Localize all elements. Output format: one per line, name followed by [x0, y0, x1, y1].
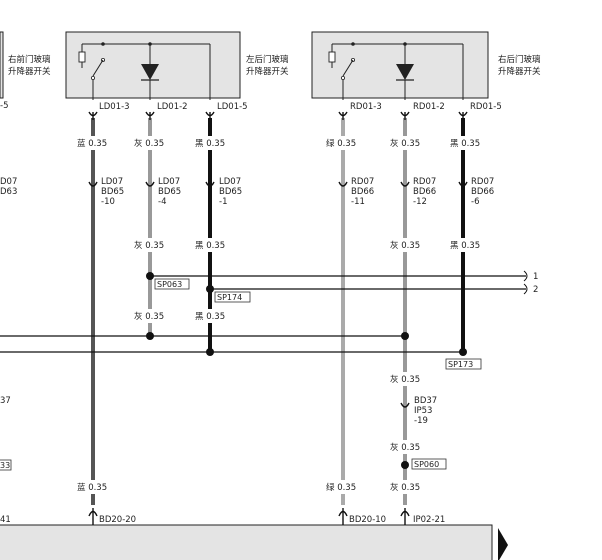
svg-text:BD65: BD65: [219, 187, 242, 197]
right-front-switch-title-1: 右前门玻璃: [8, 54, 51, 65]
left-rear-switch-title-1: 左后门玻璃: [246, 54, 289, 65]
splice-sp063: SP063: [157, 280, 182, 289]
connector-bd20-20: BD20-20: [99, 515, 136, 525]
splice-dot-bus3-right: [401, 332, 409, 340]
svg-text:-12: -12: [413, 197, 427, 207]
pin-ld01-2: LD01-2: [157, 102, 188, 112]
inline-connector-rd07-12: RD07 BD66 -12: [413, 177, 436, 207]
wire-label-3-mid: 黑 0.35: [195, 241, 225, 251]
svg-text:LD07: LD07: [101, 177, 123, 187]
splice-dot-sp063: [146, 272, 154, 280]
svg-text:-1: -1: [219, 197, 227, 207]
wire-label-5-mid: 灰 0.35: [390, 240, 420, 251]
svg-text:-19: -19: [414, 416, 428, 426]
wire-label-2-mid: 灰 0.35: [134, 240, 164, 251]
svg-text:37: 37: [0, 396, 11, 406]
wire-label-6-top: 黑 0.35: [450, 139, 480, 149]
pin-rd01-3: RD01-3: [350, 102, 382, 112]
pin-ld01-3: LD01-3: [99, 102, 130, 112]
svg-text:D07: D07: [0, 177, 17, 187]
wire-label-4-bot: 绿 0.35: [326, 482, 356, 493]
splice-dot-sp173: [459, 348, 467, 356]
inline-connector-ld07-4: LD07 BD65 -4: [158, 177, 181, 207]
wire-label-4-top: 绿 0.35: [326, 138, 356, 149]
pin-ld01-5: LD01-5: [217, 102, 248, 112]
pin-rd01-2: RD01-2: [413, 102, 445, 112]
right-front-switch-title-2: 升降器开关: [8, 66, 51, 77]
wire-label-5-top: 灰 0.35: [390, 138, 420, 149]
right-rear-window-switch: 右后门玻璃 升降器开关: [311, 31, 541, 100]
svg-text:-4: -4: [158, 197, 166, 207]
line-ref-2: 2: [533, 285, 538, 295]
left-edge-connector-box: [0, 31, 4, 99]
wire-label-2-top: 灰 0.35: [134, 138, 164, 149]
wire-label-3-top: 黑 0.35: [195, 139, 225, 149]
left-rear-switch-title-2: 升降器开关: [246, 66, 289, 77]
wire-label-5-low2: 灰 0.35: [390, 442, 420, 453]
svg-text:BD66: BD66: [471, 187, 494, 197]
svg-text:LD07: LD07: [158, 177, 180, 187]
splice-dot-bus4-black: [206, 348, 214, 356]
svg-text:BD66: BD66: [413, 187, 436, 197]
right-rear-switch-title-2: 升降器开关: [498, 66, 541, 77]
connector-bd20-10: BD20-10: [349, 515, 386, 525]
splice-sp173: SP173: [448, 360, 473, 369]
left-rear-window-switch: 左后门玻璃 升降器开关: [65, 31, 289, 100]
wire-label-1-bot: 蓝 0.35: [77, 482, 107, 493]
svg-text:BD37: BD37: [414, 396, 437, 406]
svg-text:LD07: LD07: [219, 177, 241, 187]
inline-connector-ld07-10: LD07 BD65 -10: [101, 177, 124, 207]
connector-ip02-21: IP02-21: [413, 515, 445, 525]
svg-text:BD66: BD66: [351, 187, 374, 197]
svg-text:RD07: RD07: [351, 177, 374, 187]
wire-label-1-top: 蓝 0.35: [77, 138, 107, 149]
splice-left-edge: 33: [0, 461, 10, 470]
svg-text:-10: -10: [101, 197, 115, 207]
wire-label-5-low1: 灰 0.35: [390, 374, 420, 385]
svg-text:RD07: RD07: [471, 177, 494, 187]
bottom-connector-block: BD20-20 BD20-10 IP02-21 41: [0, 508, 508, 560]
wire-label-5-bot: 灰 0.35: [390, 482, 420, 493]
right-rear-switch-title-1: 右后门玻璃: [498, 54, 541, 65]
inline-connector-rd07-6: RD07 BD66 -6: [471, 177, 494, 207]
svg-text:IP53: IP53: [414, 406, 432, 416]
connector-left-41: 41: [0, 515, 11, 525]
splice-dot-bus3-grey: [146, 332, 154, 340]
splice-sp060: SP060: [414, 460, 439, 469]
line-ref-1: 1: [533, 272, 538, 282]
inline-connector-ld07-1: LD07 BD65 -1: [219, 177, 242, 207]
inline-connector-rd07-11: RD07 BD66 -11: [351, 177, 374, 207]
splice-sp174: SP174: [217, 293, 242, 302]
wire-label-3-low: 黑 0.35: [195, 312, 225, 322]
splice-dot-sp174: [206, 285, 214, 293]
inline-connector-bd37-19: BD37 IP53 -19: [414, 396, 437, 426]
svg-text:BD65: BD65: [101, 187, 124, 197]
wire-label-2-low: 灰 0.35: [134, 311, 164, 322]
pin-rd01-5: RD01-5: [470, 102, 502, 112]
inline-connector-left-edge: D07 D63 37: [0, 177, 17, 406]
wire-label-6-mid: 黑 0.35: [450, 241, 480, 251]
svg-text:RD07: RD07: [413, 177, 436, 187]
left-stub-pin: -5: [0, 101, 8, 111]
svg-text:-11: -11: [351, 197, 365, 207]
svg-text:-6: -6: [471, 197, 479, 207]
svg-text:BD65: BD65: [158, 187, 181, 197]
svg-text:D63: D63: [0, 187, 17, 197]
splice-dot-sp060: [401, 461, 409, 469]
